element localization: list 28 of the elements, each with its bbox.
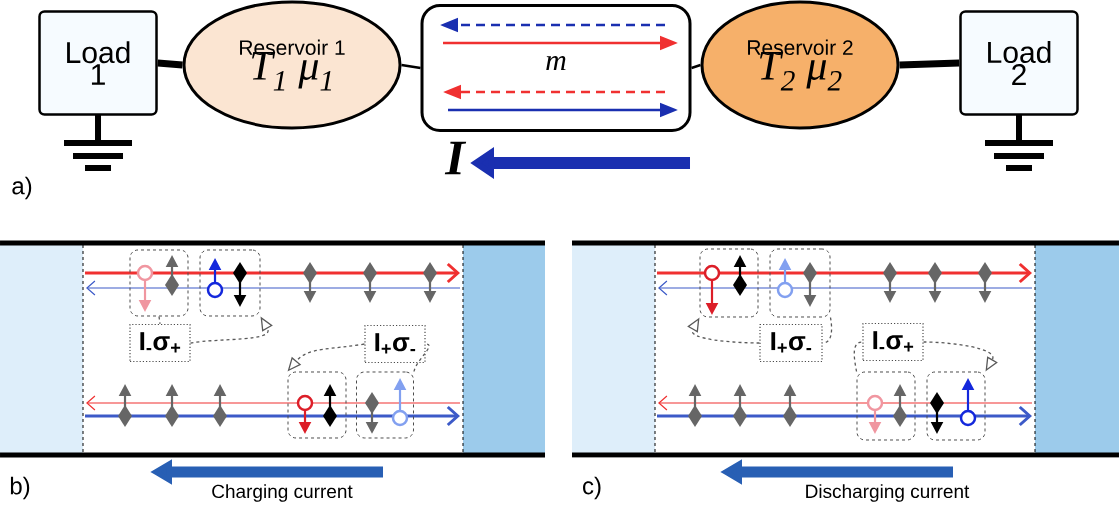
load-box: Load 1 [38,10,158,116]
leader-line [413,343,430,373]
leader-line [853,341,864,373]
connector-line [157,59,183,69]
process-label: I$_{+}$σ$_{-}$ [364,324,426,364]
panel-label: b) [10,476,30,500]
process-label: I$_{-}$σ$_{+}$ [129,323,191,363]
dashed-box [926,371,986,441]
leader-line [158,315,161,325]
connector-line [899,59,960,69]
dashed-box [699,248,759,318]
current-symbol: I [444,141,467,175]
panel-label: c) [583,476,601,500]
load-box: Load 2 [959,10,1079,116]
dashed-box [356,371,414,439]
process-label: I$_{-}$σ$_{+}$ [862,322,924,362]
process-label: I$_{+}$σ$_{-}$ [759,323,823,363]
panel-label: a) [12,176,32,200]
current-label: Charging current [212,484,353,502]
connector-line [691,63,701,70]
current-label: Discharging current [806,484,970,502]
dashed-box [769,248,831,318]
dashed-box [287,371,347,439]
dashed-box [199,249,261,317]
dashed-box [129,249,189,317]
dashed-box [856,371,916,441]
connector-line [401,63,421,70]
channel-box: m [420,4,692,132]
